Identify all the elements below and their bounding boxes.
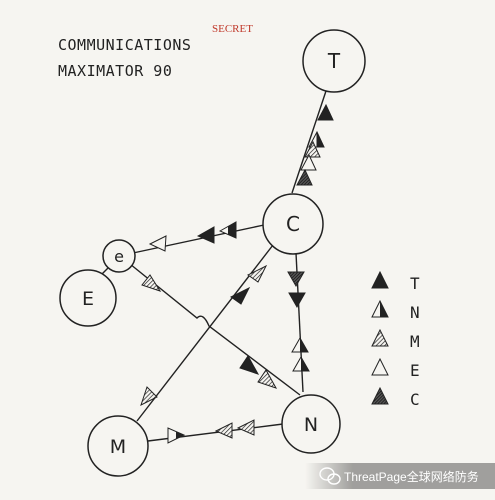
node-c-label: C [286, 212, 300, 236]
legend-letter-m: M [410, 332, 420, 351]
edges [101, 90, 327, 442]
marker-ce-3 [148, 235, 167, 252]
legend-marker-n [371, 299, 389, 318]
marker-ct-1 [317, 103, 334, 121]
node-m-circle [87, 415, 149, 477]
marker-cm-3 [140, 386, 158, 406]
marker-ct-4 [300, 153, 317, 171]
marker-en-2 [239, 355, 260, 375]
edge-e-n [129, 263, 301, 396]
edge-markers [140, 103, 334, 444]
legend-letter-t: T [410, 274, 420, 293]
marker-en-3 [257, 369, 278, 389]
marker-en-1 [141, 274, 162, 292]
node-c-circle [262, 193, 324, 255]
marker-ce-2 [218, 221, 237, 239]
legend-marker-c [371, 386, 389, 405]
node-e-large-circle [59, 269, 117, 327]
node-e-large: E [59, 269, 117, 327]
node-n-circle [281, 394, 341, 454]
title-line-2: MAXIMATOR 90 [58, 62, 172, 80]
watermark: ThreatPage全球网络防务 [305, 463, 495, 489]
edge-c-e [132, 224, 265, 254]
marker-nm-3 [236, 419, 255, 436]
marker-cm-2 [230, 286, 251, 305]
node-n: N [281, 394, 341, 454]
marker-cn-3 [291, 336, 309, 353]
marker-ct-3 [304, 140, 321, 158]
node-t-label: T [327, 49, 341, 73]
node-n-label: N [304, 414, 318, 436]
marker-cn-4 [292, 355, 310, 372]
node-e-small-label: e [114, 247, 124, 266]
node-e-large-label: E [82, 288, 94, 310]
watermark-band [305, 463, 495, 489]
node-t-circle [302, 29, 366, 93]
marker-nm-2 [214, 422, 233, 439]
node-m-label: M [110, 436, 126, 458]
node-e-small: e [102, 239, 136, 273]
marker-cn-2 [288, 292, 306, 309]
node-c: C [262, 193, 324, 255]
wechat-icon [319, 467, 341, 485]
legend: T N M E C [371, 270, 420, 409]
node-m: M [87, 415, 149, 477]
marker-cm-1 [247, 264, 268, 283]
legend-letter-c: C [410, 390, 420, 409]
watermark-text: ThreatPage全球网络防务 [344, 469, 479, 484]
marker-nm-1 [167, 427, 186, 444]
title-line-1: COMMUNICATIONS [58, 36, 191, 54]
legend-marker-t [371, 270, 389, 289]
marker-ct-5 [296, 168, 313, 186]
legend-letter-n: N [410, 303, 420, 322]
marker-ce-1 [196, 226, 215, 244]
legend-marker-e [371, 357, 389, 376]
edge-c-t [291, 90, 327, 194]
marker-cn-1 [287, 271, 305, 288]
classification-stamp: SECRET [212, 23, 253, 35]
legend-marker-m [371, 328, 389, 347]
legend-letter-e: E [410, 361, 420, 380]
edge-c-m [136, 244, 274, 422]
node-e-small-circle [102, 239, 136, 273]
node-t: T [302, 29, 366, 93]
